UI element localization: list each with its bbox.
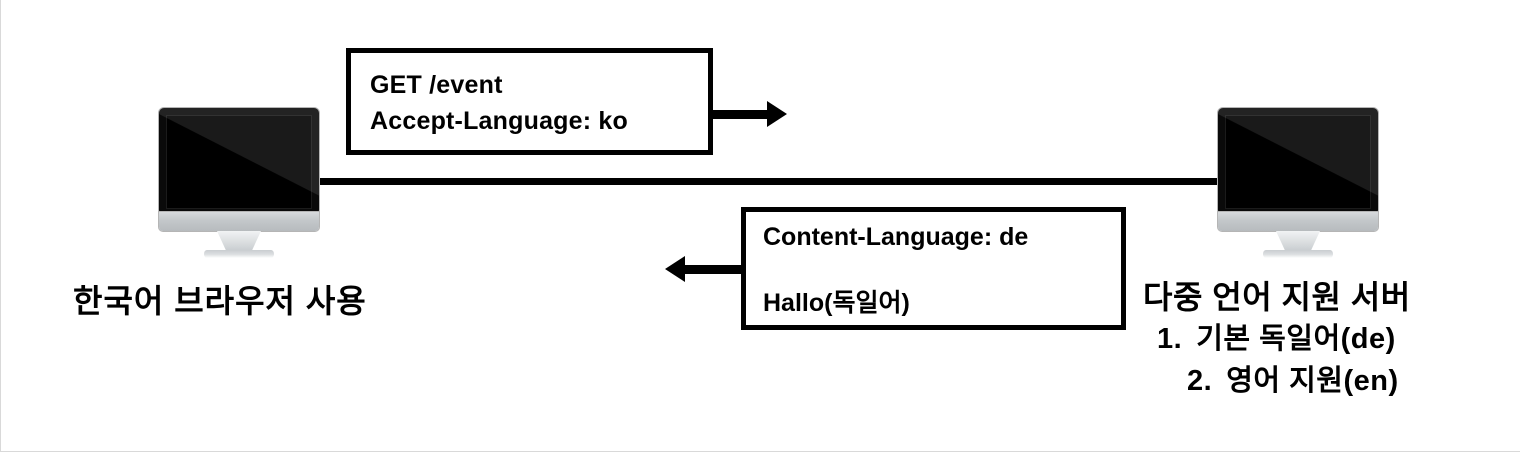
server-feature-item-2: 2. 영어 지원(en) [1143,360,1411,402]
server-feature-item-1: 1. 기본 독일어(de) [1143,318,1411,360]
response-line-2: Hallo(독일어) [763,289,910,317]
server-feature-label-2: 영어 지원(en) [1226,365,1399,397]
arrow-left-icon [665,256,685,282]
monitor-base [1263,250,1333,258]
response-arrow-shaft [685,265,743,274]
server-caption: 다중 언어 지원 서버 1. 기본 독일어(de) 2. 영어 지원(en) [1143,276,1411,402]
monitor-chin [1218,212,1378,231]
response-line-1: Content-Language: de [763,223,1029,251]
request-line-2: Accept-Language: ko [370,107,628,135]
client-caption: 한국어 브라우저 사용 [73,283,367,319]
monitor-screen-inner [166,115,312,209]
monitor-neck [1276,231,1320,252]
connection-line [319,178,1218,185]
server-feature-label-1: 기본 독일어(de) [1196,323,1396,355]
monitor-base [204,250,274,258]
request-line-1: GET /event [370,71,503,99]
server-feature-number-1: 1. [1157,323,1183,355]
request-callout-box: GET /event Accept-Language: ko [346,48,713,155]
monitor-chin [159,212,319,231]
server-caption-title: 다중 언어 지원 서버 [1143,279,1411,315]
monitor-screen [1218,108,1378,212]
request-arrow-shaft [713,110,769,119]
monitor-screen [159,108,319,212]
monitor-screen-inner [1225,115,1371,209]
monitor-neck [217,231,261,252]
response-callout-box: Content-Language: de Hallo(독일어) [741,207,1126,330]
server-feature-number-2: 2. [1187,365,1213,397]
arrow-right-icon [767,101,787,127]
